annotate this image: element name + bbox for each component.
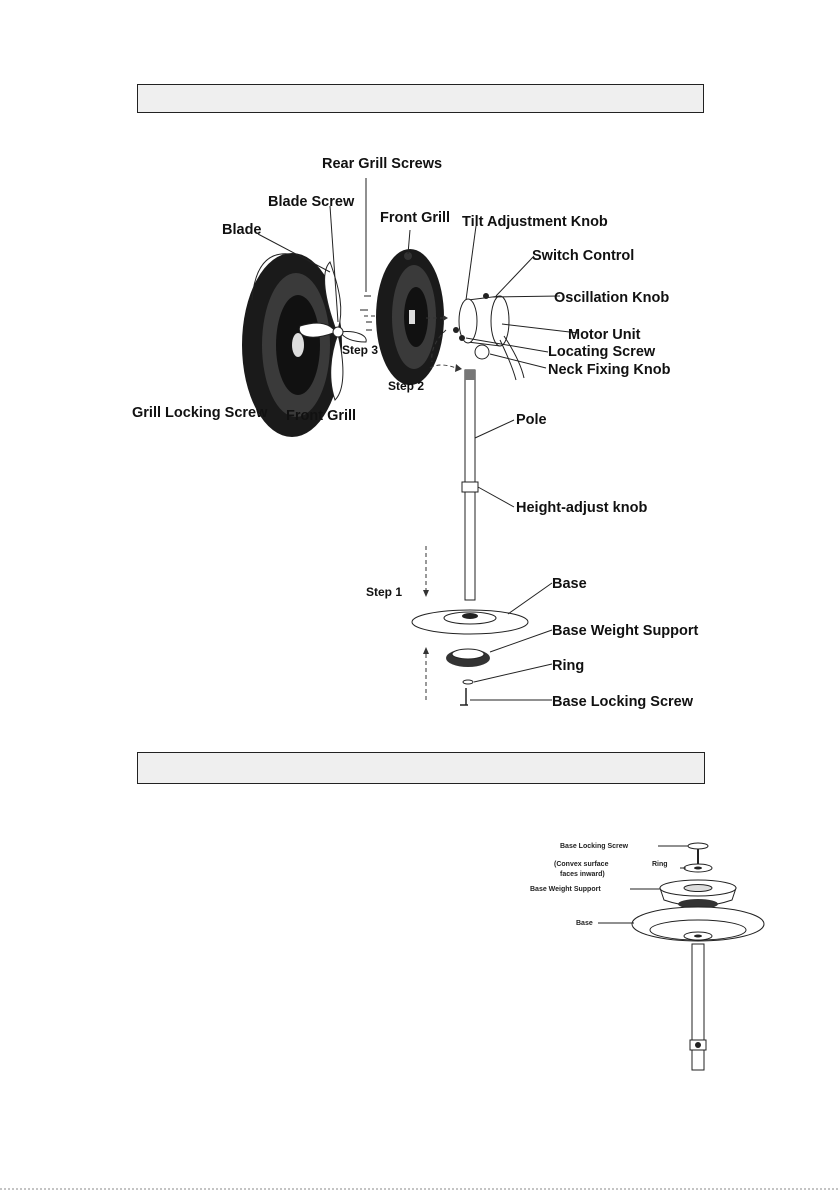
section-header-base	[137, 752, 705, 784]
label-base: Base	[552, 576, 587, 592]
base-drawing	[411, 609, 529, 706]
label-rear-grill-screws: Rear Grill Screws	[322, 156, 442, 172]
label-base-locking-screw: Base Locking Screw	[552, 694, 694, 710]
rear-grill-drawing	[242, 253, 342, 437]
label-step-2: Step 2	[388, 379, 424, 393]
label-detail-base-weight-support: Base Weight Support	[530, 886, 601, 893]
section-header-assembly	[137, 84, 704, 113]
label-ring: Ring	[552, 658, 584, 674]
blade-drawing	[298, 261, 367, 401]
motor-unit-drawing	[453, 293, 525, 381]
label-blade-screw: Blade Screw	[268, 194, 355, 210]
label-detail-convex-note-1: (Convex surface	[554, 861, 609, 868]
base-detail-leaders	[598, 845, 688, 924]
label-base-weight-support: Base Weight Support	[552, 623, 699, 639]
front-grill-drawing	[376, 249, 444, 385]
label-motor-unit: Motor Unit	[568, 327, 641, 343]
label-tilt-adjustment-knob: Tilt Adjustment Knob	[462, 214, 608, 230]
label-oscillation-knob: Oscillation Knob	[554, 290, 669, 306]
base-detail-drawing	[631, 842, 765, 1071]
label-detail-convex-note-2: faces inward)	[560, 871, 605, 878]
label-neck-fixing-knob: Neck Fixing Knob	[548, 362, 671, 378]
label-detail-base: Base	[576, 920, 593, 927]
label-step-1: Step 1	[366, 585, 402, 599]
label-detail-base-locking-screw: Base Locking Screw	[560, 843, 629, 850]
label-step-3: Step 3	[342, 343, 378, 357]
pole-drawing	[461, 369, 479, 601]
motion-arrows	[364, 315, 462, 700]
label-detail-ring: Ring	[652, 861, 668, 868]
label-front-grill-bottom: Front Grill	[286, 408, 356, 424]
rear-grill-screws-drawing	[360, 295, 372, 331]
label-height-adjust-knob: Height-adjust knob	[516, 500, 647, 516]
label-grill-locking-screw: Grill Locking Screw	[132, 405, 268, 421]
label-pole: Pole	[516, 412, 547, 428]
label-locating-screw: Locating Screw	[548, 344, 656, 360]
leader-lines	[257, 178, 579, 701]
label-switch-control: Switch Control	[532, 248, 634, 264]
label-blade: Blade	[222, 222, 262, 238]
label-front-grill-top: Front Grill	[380, 210, 450, 226]
